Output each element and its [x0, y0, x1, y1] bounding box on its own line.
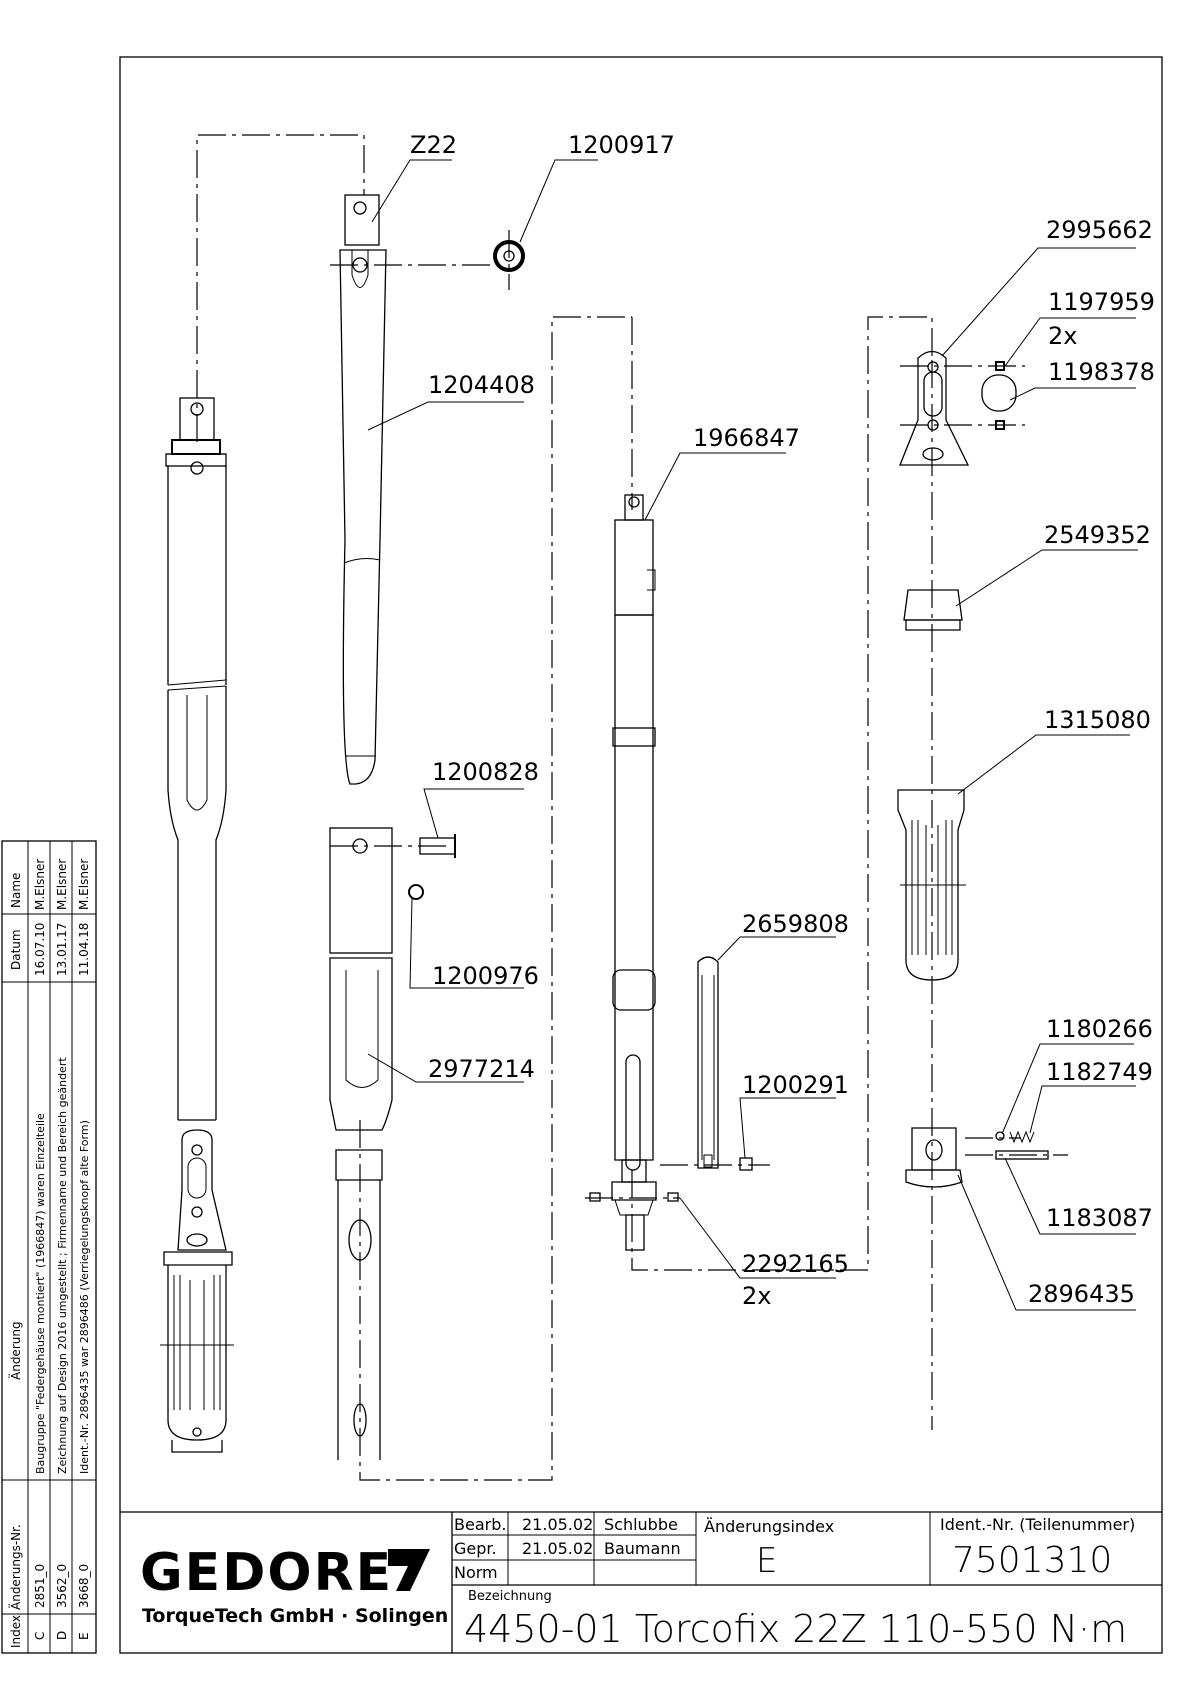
- designation-label: Bezeichnung: [468, 1589, 552, 1604]
- rev-header-number: Änderungs-Nr.: [8, 1524, 23, 1610]
- lever-parts: [329, 194, 632, 1481]
- callout-1198378: 1198378: [1048, 358, 1155, 386]
- row-name-gepr: Baumann: [604, 1539, 681, 1558]
- callout-1315080: 1315080: [1044, 706, 1151, 734]
- row-date-gepr: 21.05.02: [522, 1539, 593, 1558]
- callout-2659808: 2659808: [742, 910, 849, 938]
- row-label-bearb: Bearb.: [454, 1515, 506, 1534]
- callout-labels: Z22 1200917 1204408 1200828 1200976 2977…: [410, 131, 1155, 1310]
- rev-header-change: Änderung: [8, 1321, 23, 1380]
- row-date-bearb: 21.05.02: [522, 1515, 593, 1534]
- callout-1204408: 1204408: [428, 371, 535, 399]
- rev-row-name: M.Elsner: [55, 859, 69, 910]
- rev-header-index: Index: [9, 1615, 23, 1648]
- rev-row-change: Baugruppe "Federgehäuse montiert" (19668…: [34, 1113, 47, 1474]
- callout-1180266: 1180266: [1046, 1015, 1153, 1043]
- callout-1183087: 1183087: [1046, 1204, 1153, 1232]
- callout-1200291: 1200291: [742, 1071, 849, 1099]
- rev-row-date: 11.04.18: [77, 923, 91, 976]
- callout-2896435: 2896435: [1028, 1280, 1135, 1308]
- gedore-logo: GEDORE: [140, 1543, 393, 1603]
- revision-table: Index Änderungs-Nr. Änderung Datum Name …: [1, 840, 97, 1654]
- rev-row-index: D: [55, 1631, 69, 1640]
- callout-1200828: 1200828: [432, 758, 539, 786]
- spring-housing-assembly: [585, 316, 933, 1271]
- rev-header-name: Name: [9, 873, 23, 908]
- callout-1200917: 1200917: [568, 131, 675, 159]
- row-label-norm: Norm: [454, 1563, 498, 1582]
- row-name-bearb: Schlubbe: [604, 1515, 678, 1534]
- callout-z22: Z22: [410, 131, 457, 159]
- callout-2549352: 2549352: [1044, 521, 1151, 549]
- callout-1200976: 1200976: [432, 962, 539, 990]
- wrench-assembly: [160, 134, 365, 1453]
- callout-1197959-qty: 2x: [1048, 322, 1077, 350]
- callout-1197959: 1197959: [1048, 288, 1155, 316]
- callout-leaders: [367, 159, 1138, 1311]
- ident-value: 7501310: [952, 1540, 1112, 1581]
- head-grip-parts: [897, 350, 1068, 1430]
- rev-row-name: M.Elsner: [33, 859, 47, 910]
- rev-row-date: 16.07.10: [33, 923, 47, 976]
- rev-row-date: 13.01.17: [55, 923, 69, 976]
- rev-row-number: 3668_0: [77, 1564, 91, 1608]
- ident-label: Ident.-Nr. (Teilenummer): [940, 1515, 1135, 1534]
- rev-row-change: Ident.-Nr. 2896435 war 2896486 (Verriege…: [78, 1120, 91, 1474]
- rev-row-name: M.Elsner: [77, 859, 91, 910]
- row-label-gepr: Gepr.: [454, 1539, 497, 1558]
- callout-2977214: 2977214: [428, 1055, 535, 1083]
- callout-2995662: 2995662: [1046, 216, 1153, 244]
- rev-row-change: Zeichnung auf Design 2016 umgestellt ; F…: [56, 1057, 69, 1474]
- rev-row-index: E: [77, 1632, 91, 1640]
- drawing-frame: [119, 56, 1163, 1654]
- rev-row-number: 2851_0: [33, 1564, 47, 1608]
- rev-row-index: C: [33, 1632, 47, 1640]
- gedore-logo-mark-icon: [388, 1549, 430, 1591]
- change-index-value: E: [756, 1541, 777, 1581]
- callout-1966847: 1966847: [693, 424, 800, 452]
- title-block: Bearb. 21.05.02 Schlubbe Gepr. 21.05.02 …: [120, 1511, 1162, 1653]
- rev-row-number: 3562_0: [55, 1564, 69, 1608]
- designation-value: 4450-01 Torcofix 22Z 110-550 N·m: [464, 1607, 1127, 1651]
- change-index-label: Änderungsindex: [704, 1517, 834, 1536]
- callout-1182749: 1182749: [1046, 1058, 1153, 1086]
- company-name: TorqueTech GmbH · Solingen: [142, 1605, 448, 1627]
- callout-2292165: 2292165: [742, 1250, 849, 1278]
- rev-header-date: Datum: [9, 929, 23, 970]
- callout-2292165-qty: 2x: [742, 1282, 771, 1310]
